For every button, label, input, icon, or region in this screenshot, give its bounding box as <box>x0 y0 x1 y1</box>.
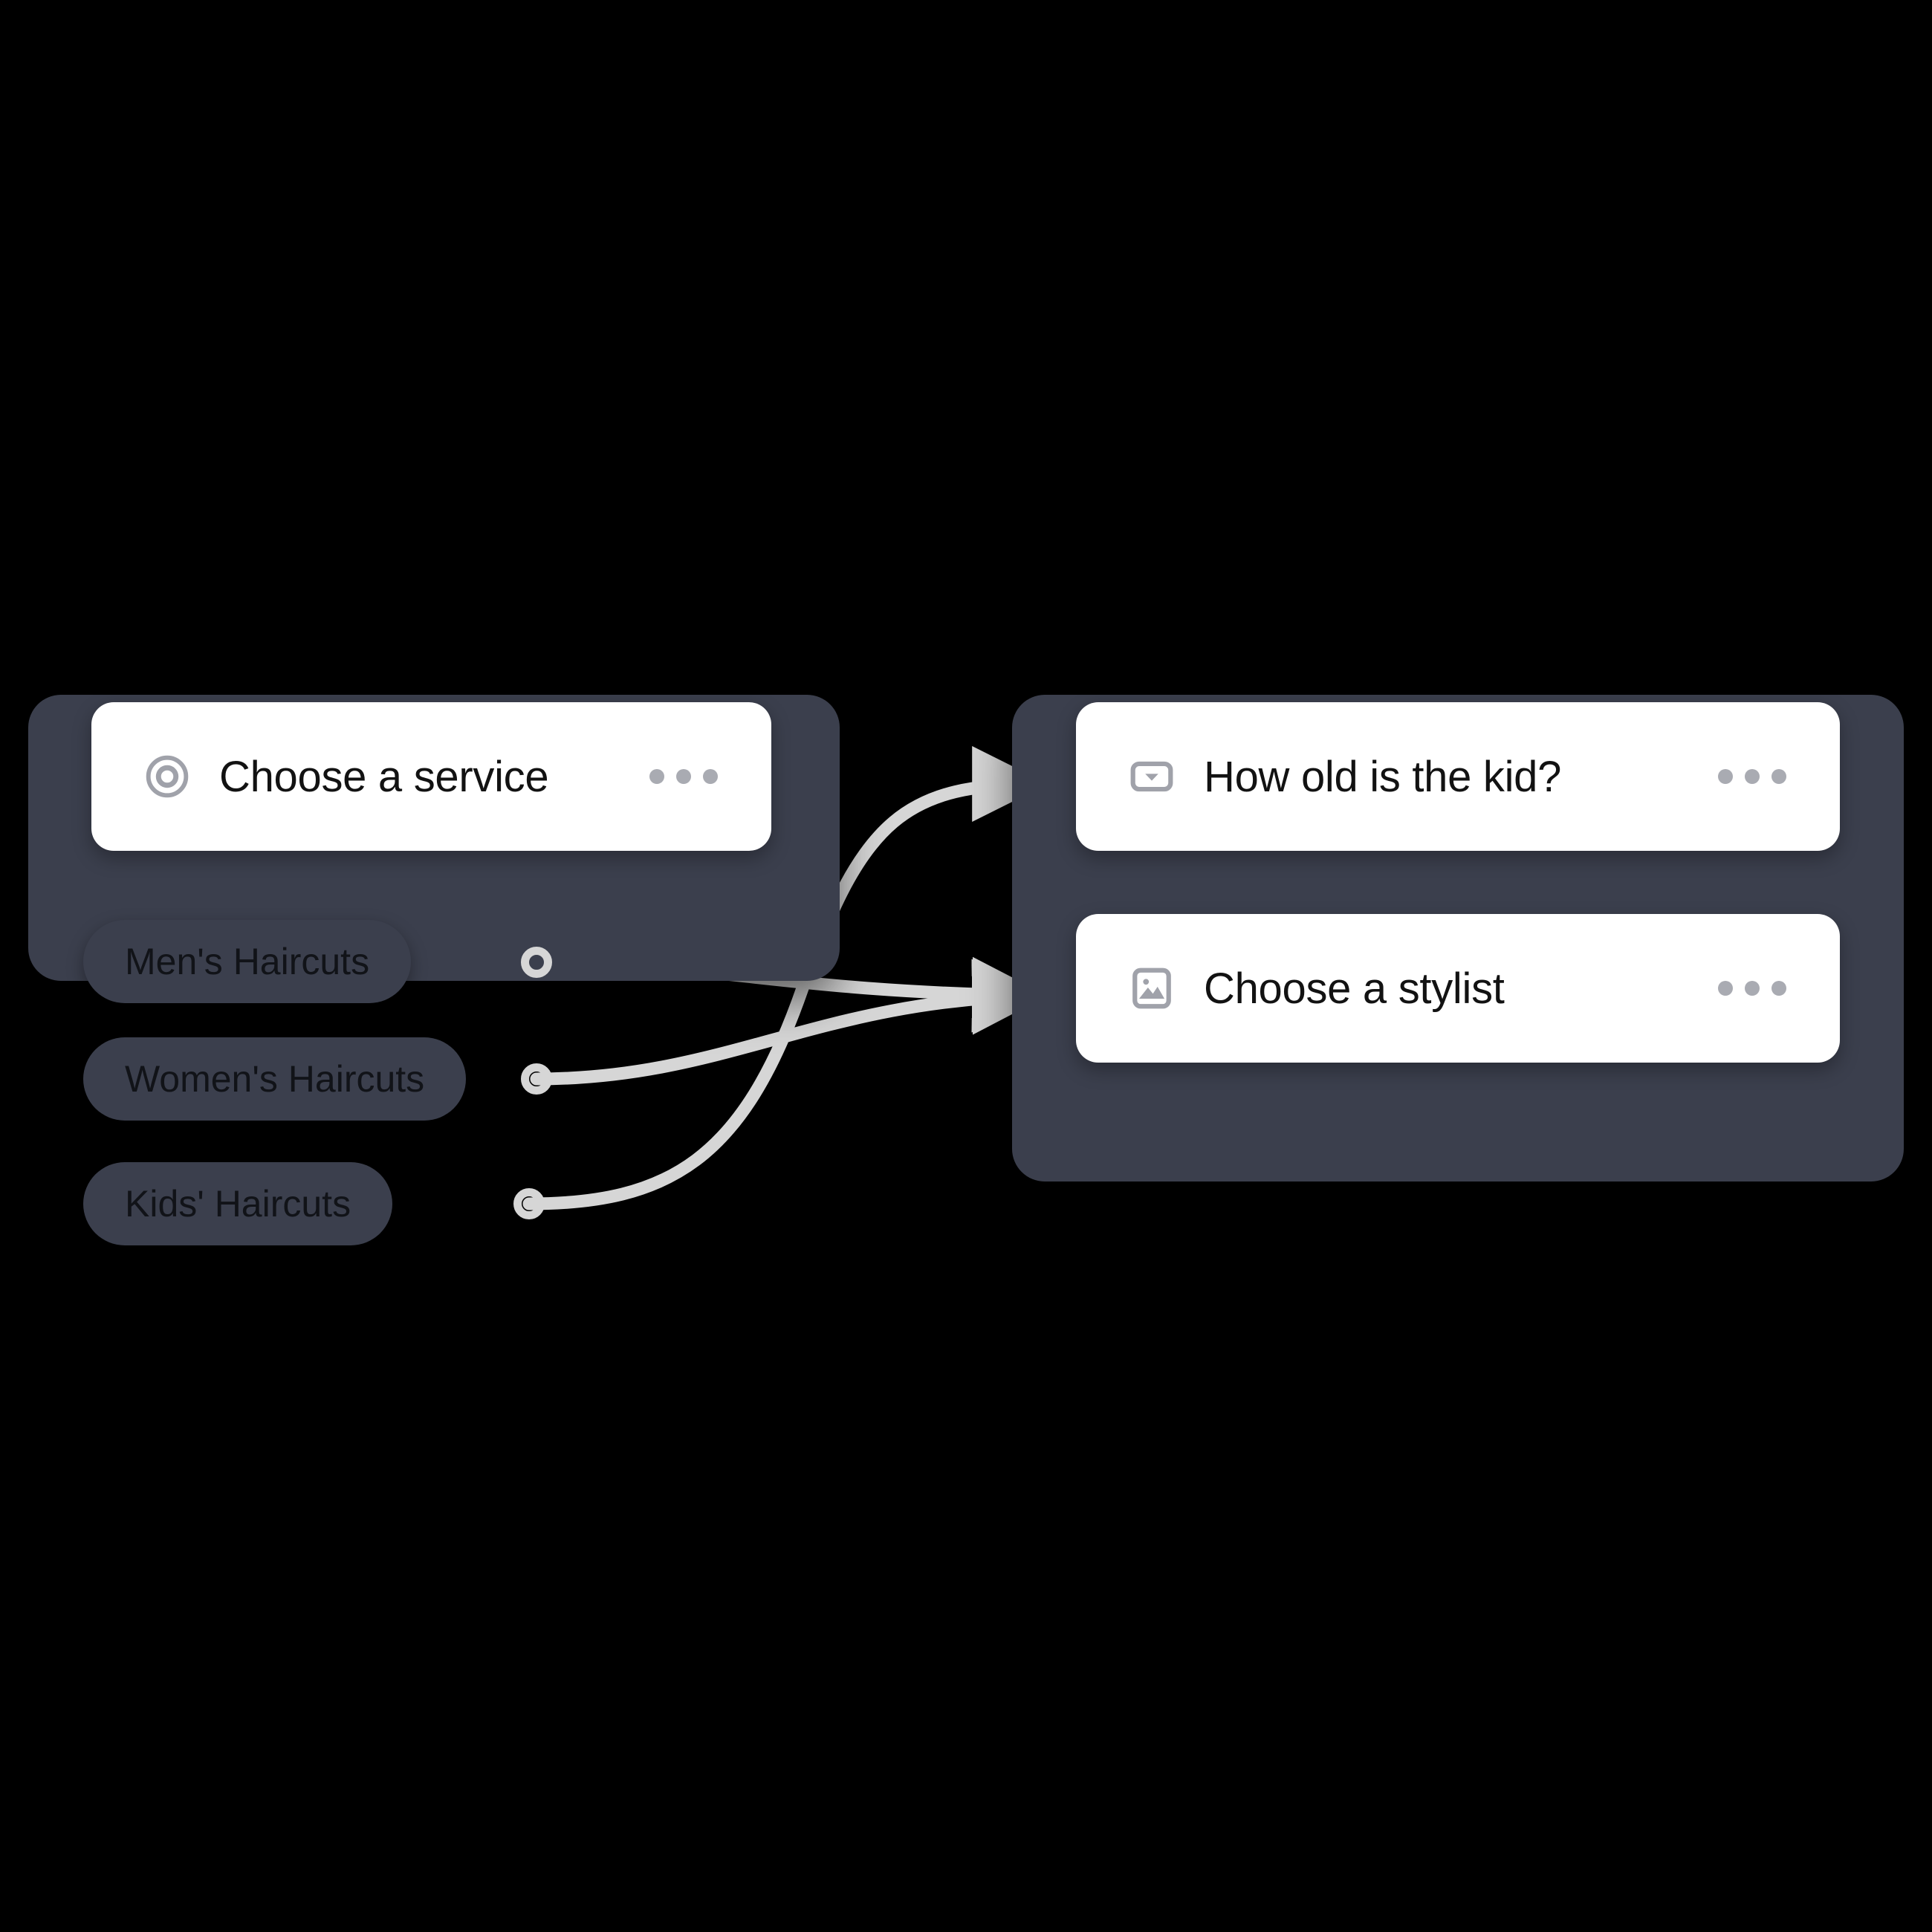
option-pill-womens-haircuts[interactable]: Women's Haircuts <box>83 1037 467 1121</box>
menu-dot <box>703 769 718 784</box>
more-options-icon[interactable] <box>1718 769 1786 784</box>
menu-dot <box>1718 769 1733 784</box>
source-handle-kids-haircuts[interactable] <box>513 1188 545 1219</box>
option-pill-kids-haircuts[interactable]: Kids' Haircuts <box>83 1162 393 1245</box>
radio-target-icon <box>142 751 192 802</box>
more-options-icon[interactable] <box>1718 981 1786 996</box>
dropdown-select-icon <box>1127 751 1177 802</box>
edge-womens-to-stylist <box>530 959 1048 1086</box>
source-handle-womens-haircuts[interactable] <box>521 1063 552 1095</box>
menu-dot <box>1745 981 1760 996</box>
menu-dot <box>649 769 664 784</box>
option-pill-mens-haircuts[interactable]: Men's Haircuts <box>83 920 412 1003</box>
option-pill-label: Kids' Haircuts <box>125 1183 351 1225</box>
field-card-how-old-is-the-kid[interactable]: How old is the kid? <box>1076 702 1840 851</box>
menu-dot <box>1718 981 1733 996</box>
menu-dot <box>1745 769 1760 784</box>
field-label-choose-a-stylist: Choose a stylist <box>1204 964 1505 1013</box>
menu-dot <box>1771 981 1786 996</box>
option-pill-label: Women's Haircuts <box>125 1058 425 1100</box>
source-handle-mens-haircuts[interactable] <box>521 947 552 978</box>
menu-dot <box>1771 769 1786 784</box>
more-options-icon[interactable] <box>649 769 718 784</box>
option-pill-label: Men's Haircuts <box>125 941 370 982</box>
menu-dot <box>676 769 691 784</box>
field-card-choose-a-stylist[interactable]: Choose a stylist <box>1076 914 1840 1063</box>
field-label-choose-service: Choose a service <box>219 752 549 801</box>
field-label-how-old-is-the-kid: How old is the kid? <box>1204 752 1562 801</box>
image-picker-icon <box>1127 963 1177 1014</box>
field-card-choose-service[interactable]: Choose a service <box>91 702 771 851</box>
